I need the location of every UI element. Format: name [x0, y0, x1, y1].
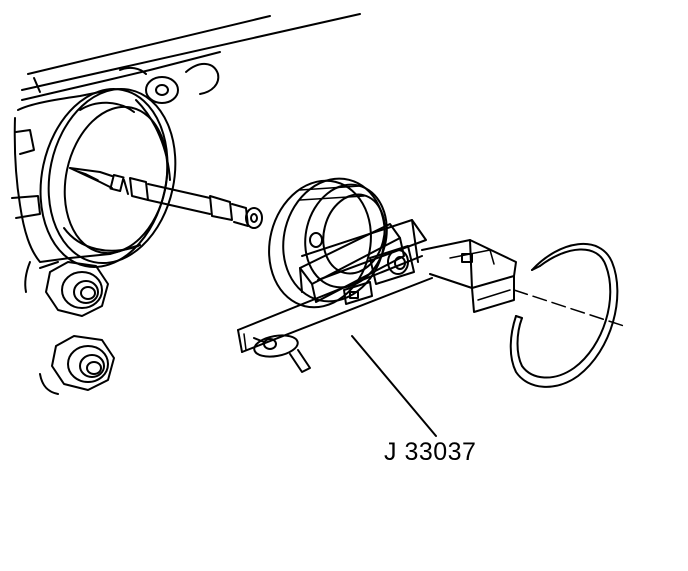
bore-seal-rings — [25, 77, 191, 279]
housing-casting — [12, 14, 360, 292]
wheel-nut-lower — [40, 336, 114, 394]
seal-installer-tool — [238, 220, 516, 372]
center-line — [514, 290, 624, 326]
output-shaft — [70, 168, 262, 228]
wheel-nut-upper — [46, 262, 108, 316]
tool-callout-label: J 33037 — [384, 438, 477, 466]
snap-ring — [511, 244, 618, 387]
callout-leader-line — [352, 336, 436, 436]
